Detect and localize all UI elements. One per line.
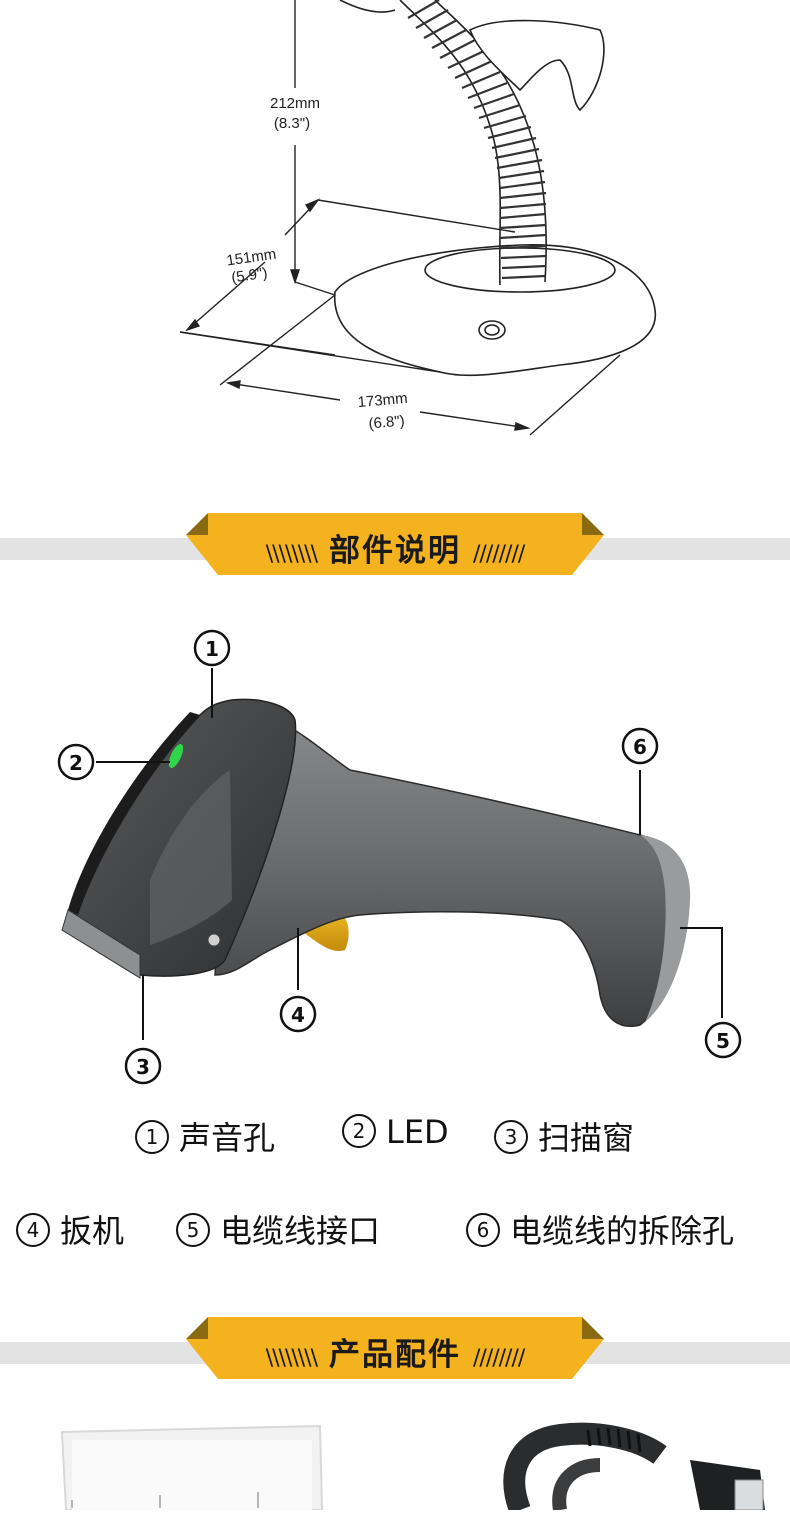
banner-ribbon: [186, 513, 604, 575]
parts-section-banner: \\\\\\\\ 部件说明 ////////: [0, 513, 790, 583]
banner-right-deco: ////////: [473, 1346, 525, 1371]
manual-marks: [71, 1492, 259, 1508]
legend-number: 2: [342, 1114, 376, 1148]
manual-sheet: [72, 1440, 312, 1510]
legend-item-cable-release-hole: 6 电缆线的拆除孔: [466, 1206, 734, 1252]
scanner-nose: [61, 909, 141, 979]
banner-right-deco: ////////: [473, 542, 525, 567]
legend-number: 4: [16, 1213, 50, 1247]
stand-line-art: 212mm (8.3") 151mm (5.9") 173mm (6.8"): [179, 0, 656, 436]
scanner-illustration: 1 2 3 4 5 6: [0, 615, 790, 1100]
parts-legend-row-1: 1 声音孔 2 LED 3 扫描窗: [0, 1113, 790, 1163]
banner-ribbon: [186, 1317, 604, 1379]
callout-markers: 1 2 3 4 5 6: [57, 629, 742, 1085]
scan-window: [68, 712, 200, 915]
width-in-label: (6.8"): [368, 412, 406, 432]
legend-item-cable-port: 5 电缆线接口: [176, 1206, 380, 1252]
legend-label: LED: [386, 1113, 449, 1151]
head-side-panel: [150, 770, 232, 945]
led-indicator: [168, 744, 184, 768]
stand-dimension-drawing: 212mm (8.3") 151mm (5.9") 173mm (6.8"): [0, 0, 790, 470]
dimension-lines: [179, 0, 621, 436]
usb-cable-loop: [552, 1458, 601, 1512]
legend-number: 5: [176, 1213, 210, 1247]
scanner-body: [214, 704, 689, 1027]
callout-1: 1: [205, 637, 219, 661]
accessories-section-banner: \\\\\\\\ 产品配件 ////////: [0, 1317, 790, 1387]
callout-4: 4: [291, 1003, 305, 1027]
accessories-section-title: \\\\\\\\ 产品配件 ////////: [0, 1329, 790, 1374]
legend-item-led: 2 LED: [342, 1113, 449, 1151]
legend-item-scan-window: 3 扫描窗: [494, 1113, 634, 1159]
callout-leaders: [96, 668, 723, 1040]
cable-strain-relief: [586, 1427, 642, 1453]
scanner-drawing: 1 2 3 4 5 6: [57, 629, 742, 1085]
rj-connector-tip: [734, 1479, 764, 1511]
legend-label: 电缆线的拆除孔: [510, 1212, 735, 1250]
accessories-photos: [0, 1400, 790, 1514]
scanner-back-cap: [640, 835, 691, 1022]
height-in-label: (8.3"): [274, 115, 310, 132]
legend-label: 扫描窗: [538, 1119, 635, 1157]
holder-cup: [339, 0, 605, 112]
side-screw: [207, 933, 221, 947]
legend-label: 声音孔: [179, 1119, 276, 1157]
usb-cable-coil: [503, 1422, 667, 1514]
legend-item-trigger: 4 扳机: [16, 1206, 124, 1252]
legend-number: 1: [135, 1120, 169, 1154]
callout-2: 2: [69, 751, 83, 775]
legend-label: 电缆线接口: [220, 1212, 381, 1250]
legend-item-sound-hole: 1 声音孔: [135, 1113, 275, 1159]
banner-left-deco: \\\\\\\\: [265, 542, 318, 567]
callout-3: 3: [136, 1055, 150, 1079]
legend-label: 扳机: [60, 1212, 125, 1250]
callout-5: 5: [716, 1029, 730, 1053]
banner-title-text: 部件说明: [329, 533, 461, 569]
parts-legend-row-2: 4 扳机 5 电缆线接口 6 电缆线的拆除孔: [0, 1206, 790, 1256]
depth-mm-label: 151mm: [225, 246, 277, 270]
height-mm-label: 212mm: [270, 95, 320, 112]
callout-6: 6: [633, 735, 647, 759]
banner-title-text: 产品配件: [329, 1337, 461, 1373]
depth-in-label: (5.9"): [230, 265, 268, 287]
parts-section-title: \\\\\\\\ 部件说明 ////////: [0, 525, 790, 570]
legend-number: 3: [494, 1120, 528, 1154]
banner-left-deco: \\\\\\\\: [265, 1346, 318, 1371]
width-mm-label: 173mm: [357, 390, 408, 411]
legend-number: 6: [466, 1213, 500, 1247]
accessories-drawing: [60, 1422, 765, 1514]
gooseneck-coils: [407, 0, 547, 280]
